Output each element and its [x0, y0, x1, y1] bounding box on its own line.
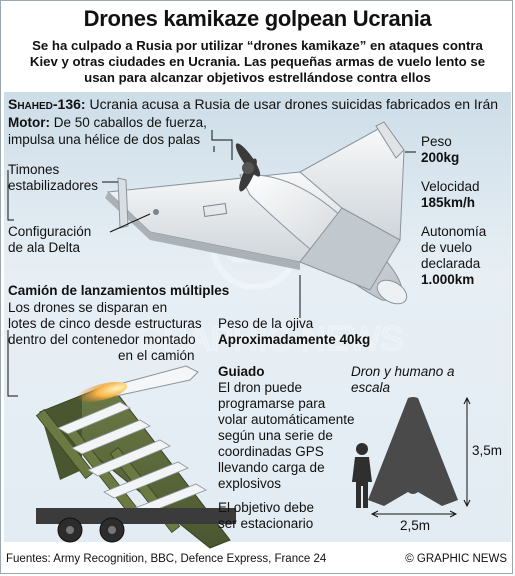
- credit: © GRAPHIC NEWS: [405, 553, 507, 565]
- human-silhouette: [352, 443, 372, 508]
- motor-line1: De 50 caballos de fuerza,: [49, 115, 207, 130]
- headline-text: Ucrania acusa a Rusia de usar drones sui…: [85, 96, 499, 112]
- guidance-line: llevando carga de: [218, 460, 325, 475]
- guidance-line: volar automáticamente: [218, 412, 355, 427]
- warhead-label: Peso de la ojiva: [218, 316, 314, 331]
- guidance-line: explosivos: [218, 476, 282, 491]
- delta-line2: de ala Delta: [8, 240, 81, 255]
- headline: Shahed-136: Ucrania acusa a Rusia de usa…: [8, 96, 508, 112]
- drone-model-label: Shahed-136:: [8, 96, 86, 112]
- truck-line2: lotes de cinco desde estructuras: [8, 316, 202, 331]
- scale-title-1: Dron y humano a: [351, 364, 455, 379]
- propeller: [235, 143, 261, 192]
- range-value: 1.000km: [421, 272, 475, 287]
- range-label-1: Autonomía: [421, 224, 487, 239]
- guidance-line: El dron puede: [218, 380, 303, 395]
- watermark-text: GRAPHIC NEWS: [137, 320, 403, 358]
- truck-line1: Los drones se disparan en: [8, 300, 168, 315]
- scale-title-2: escala: [351, 380, 391, 395]
- range-label-2: de vuelo: [421, 240, 473, 255]
- leader-lines: [7, 130, 416, 397]
- launch-flame: [76, 382, 128, 402]
- rudders-line1: Timones: [8, 162, 60, 177]
- drone-silhouette: [368, 397, 458, 506]
- sources: Fuentes: Army Recognition, BBC, Defence …: [6, 553, 327, 565]
- guidance-line: según una serie de: [218, 428, 333, 443]
- truck-line3: dentro del contenedor montado: [8, 332, 196, 347]
- drone-illustration: [105, 121, 408, 305]
- page-title: Drones kamikaze golpean Ucrania: [83, 6, 432, 31]
- truck-line4: en el camión: [118, 348, 195, 363]
- weight-value: 200kg: [421, 150, 460, 165]
- page-subtitle: Se ha culpado a Rusia por utilizar “dron…: [29, 38, 486, 85]
- scale-height: 3,5m: [472, 443, 503, 458]
- motor-label: Motor:: [8, 115, 50, 130]
- guidance-note-1: El objetivo debe: [218, 500, 315, 515]
- scale-width: 2,5m: [400, 518, 431, 533]
- guidance-line: programarse para: [218, 396, 326, 411]
- weight-label: Peso: [421, 134, 452, 149]
- warhead-value: Aproximadamente 40kg: [218, 332, 371, 347]
- rudders-line2: estabilizadores: [8, 178, 99, 193]
- scale-comparison: [352, 396, 471, 518]
- speed-label: Velocidad: [421, 179, 480, 194]
- speed-value: 185km/h: [421, 195, 476, 210]
- delta-line1: Configuración: [8, 224, 92, 239]
- guidance-title: Guiado: [218, 364, 265, 379]
- motor-caption: Motor: De 50 caballos de fuerza,: [8, 115, 207, 131]
- guidance-line: coordinadas GPS: [218, 444, 324, 459]
- guidance-note-2: ser estacionario: [218, 516, 314, 531]
- range-label-3: declarada: [421, 256, 481, 271]
- motor-line2: impulsa una hélice de dos palas: [8, 132, 201, 147]
- launch-truck: [35, 365, 236, 549]
- truck-title: Camión de lanzamientos múltiples: [8, 283, 230, 298]
